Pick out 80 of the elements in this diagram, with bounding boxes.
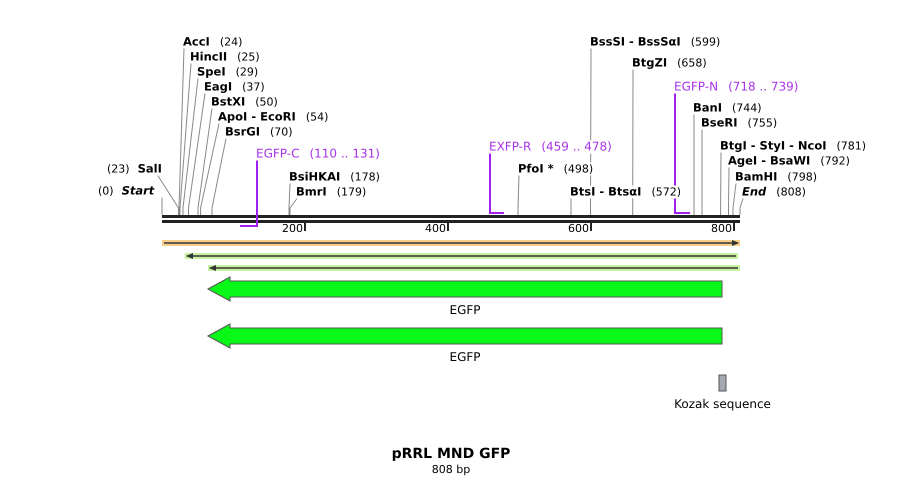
cut-position: (781) (836, 140, 866, 152)
tick-label: 800 (711, 222, 732, 235)
cut-position: (798) (787, 170, 818, 184)
site-name: BtgZI (632, 56, 668, 70)
leader-line (732, 183, 736, 216)
cut-position: (744) (732, 102, 762, 114)
cut-position: (25) (237, 50, 260, 64)
site-name: HincII (190, 50, 228, 64)
site-name: SalI (138, 162, 162, 176)
feature-label: EGFP (449, 303, 481, 317)
leader-line (178, 48, 184, 216)
sequence-length: 808 bp (432, 463, 470, 476)
cut-position: (498) (564, 162, 594, 176)
site-name: BstXI (211, 96, 246, 108)
site-name: BtgI - StyI - NcoI (720, 140, 827, 152)
leader-line (157, 175, 179, 216)
site-name: BseRI (701, 116, 738, 130)
primer-name: EXFP-R (489, 140, 532, 154)
leader-line (182, 78, 198, 216)
leader-line (200, 123, 220, 216)
leader-line (632, 69, 634, 216)
leader-line (720, 152, 722, 216)
feature-band (185, 253, 738, 259)
primer-range: (718 .. 739) (728, 80, 798, 94)
leader-line (674, 94, 690, 214)
tick-label: 200 (282, 222, 303, 235)
feature-label: Kozak sequence (674, 397, 771, 411)
cut-position: (792) (820, 154, 850, 168)
leader-line (212, 138, 226, 216)
cut-position: (23) (107, 162, 130, 176)
cut-position: (658) (677, 56, 707, 70)
site-name: Start (122, 184, 154, 198)
leader-line (198, 108, 212, 216)
primer-range: (110 .. 131) (309, 148, 380, 160)
leader-line (489, 154, 504, 214)
leader-line (180, 63, 192, 216)
cut-position: (24) (220, 36, 242, 48)
site-name: BmrI (296, 186, 327, 198)
leader-line (570, 198, 572, 216)
leader-line (288, 183, 290, 216)
primer-name: EGFP-N (674, 80, 718, 94)
primer-range: (459 .. 478) (541, 140, 612, 154)
leader-line (740, 198, 744, 216)
cut-position: (70) (270, 126, 293, 138)
site-name: AgeI - BsaWI (728, 154, 810, 168)
cut-position: (808) (776, 186, 806, 198)
leader-line (728, 167, 730, 216)
cut-position: (54) (306, 110, 328, 124)
site-name: SpeI (197, 66, 226, 78)
site-name: BsrGI (225, 126, 260, 138)
site-name: AccI (183, 36, 210, 48)
site-name: End (742, 186, 766, 198)
site-name: PfoI * (518, 162, 554, 176)
leader-line (290, 198, 298, 216)
feature-label: EGFP (449, 350, 481, 364)
cut-position: (37) (242, 80, 265, 94)
tick-label: 600 (568, 222, 589, 235)
cut-position: (29) (236, 66, 258, 78)
map-title: pRRL MND GFP (392, 446, 510, 462)
site-name: BtsI - BtsαI (570, 186, 642, 198)
site-name: ApoI - EcoRI (218, 110, 296, 124)
cut-position: (572) (651, 186, 682, 198)
cut-position: (755) (748, 116, 778, 130)
cut-position: (599) (690, 36, 720, 48)
cut-position: (178) (350, 170, 380, 184)
leader-line (188, 93, 206, 216)
site-name: BssSI - BssSαI (590, 36, 681, 48)
leader-line (518, 175, 520, 216)
leader-line (240, 160, 258, 227)
site-name: BanI (693, 102, 722, 114)
cut-position: (179) (336, 186, 366, 198)
feature-band (162, 240, 740, 246)
site-name: BsiHKAI (289, 170, 340, 184)
cut-position: (50) (255, 96, 278, 108)
tick-label: 400 (425, 222, 446, 235)
primer-name: EGFP-C (256, 148, 300, 160)
cut-position: (0) (98, 184, 114, 198)
site-name: EagI (204, 80, 232, 94)
feature-band (208, 265, 740, 271)
site-name: BamHI (735, 170, 778, 184)
